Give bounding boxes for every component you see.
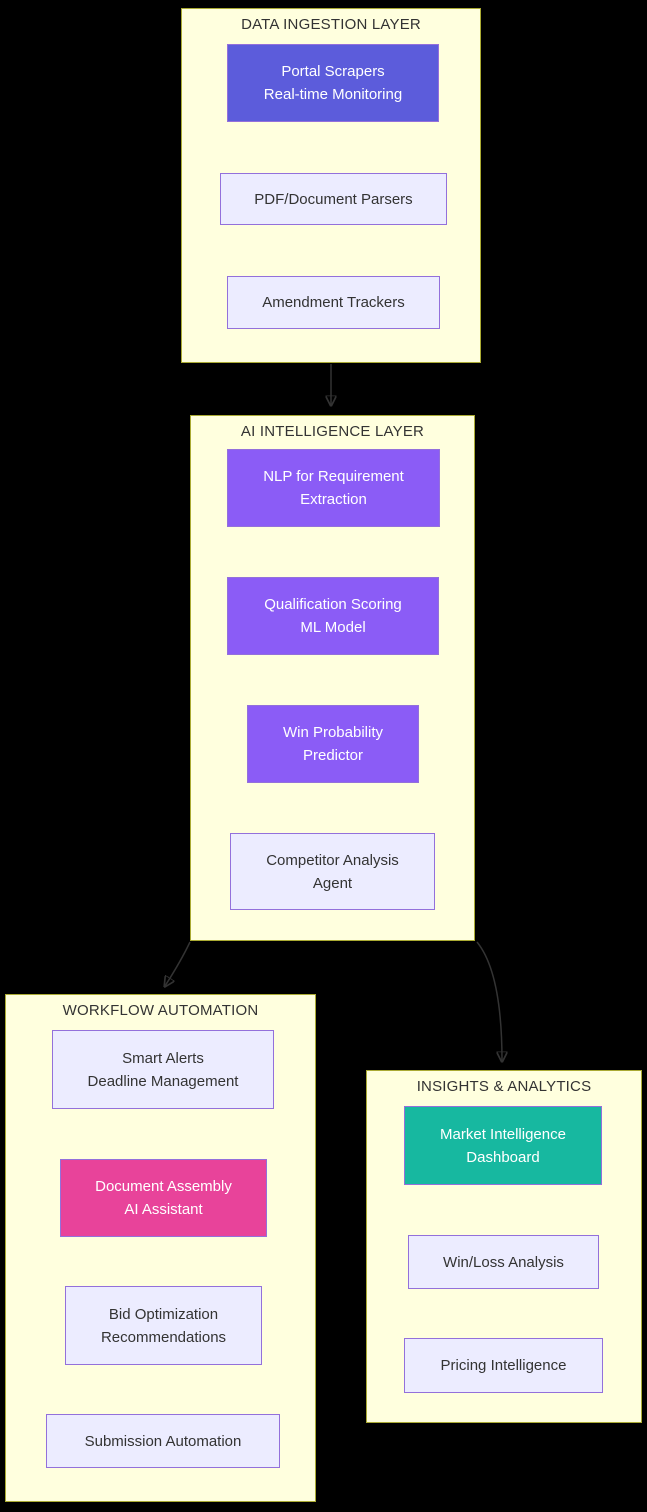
node-label: Pricing Intelligence	[440, 1357, 567, 1374]
node-label: AI Assistant	[124, 1201, 203, 1218]
node-bid-optimization: Bid Optimization Recommendations	[65, 1286, 262, 1365]
node-label: Predictor	[302, 747, 364, 764]
node-label: Real-time Monitoring	[263, 86, 403, 103]
node-pdf-parsers: PDF/Document Parsers	[220, 173, 447, 225]
node-smart-alerts: Smart Alerts Deadline Management	[52, 1030, 274, 1109]
cluster-insights-analytics: INSIGHTS & ANALYTICS Market Intelligence…	[366, 1070, 642, 1423]
cluster-title-insights-analytics: INSIGHTS & ANALYTICS	[416, 1078, 592, 1095]
cluster-workflow-automation: WORKFLOW AUTOMATION Smart Alerts Deadlin…	[5, 994, 316, 1502]
node-label: PDF/Document Parsers	[254, 190, 413, 208]
node-label: Recommendations	[100, 1328, 227, 1346]
node-label: Submission Automation	[84, 1432, 242, 1450]
cluster-title-ai-intelligence: AI INTELLIGENCE LAYER	[240, 423, 425, 440]
node-label: Deadline Management	[87, 1072, 239, 1090]
node-label: Dashboard	[466, 1148, 540, 1166]
cluster-title-workflow-automation: WORKFLOW AUTOMATION	[62, 1002, 259, 1019]
edge-ai-to-insights	[476, 941, 502, 1061]
node-amendment-trackers: Amendment Trackers	[227, 276, 440, 329]
node-label: Win/Loss Analysis	[443, 1253, 564, 1271]
node-win-probability: Win Probability Predictor	[247, 705, 419, 783]
cluster-title-data-ingestion: DATA INGESTION LAYER	[241, 16, 421, 33]
node-label: Market Intelligence	[440, 1125, 566, 1143]
node-nlp-extraction: NLP for Requirement Extraction	[227, 449, 440, 527]
node-label: NLP for Requirement	[263, 468, 404, 485]
node-label: Win Probability	[282, 724, 384, 741]
node-submission-automation: Submission Automation	[46, 1414, 280, 1468]
node-qualification-scoring: Qualification Scoring ML Model	[227, 577, 439, 655]
node-label: ML Model	[300, 619, 366, 636]
node-label: Extraction	[300, 491, 367, 508]
node-label: Portal Scrapers	[281, 63, 385, 80]
node-win-loss-analysis: Win/Loss Analysis	[408, 1235, 599, 1289]
node-label: Amendment Trackers	[262, 294, 405, 311]
node-competitor-analysis: Competitor Analysis Agent	[230, 833, 435, 910]
node-label: Smart Alerts	[122, 1049, 204, 1067]
node-document-assembly: Document Assembly AI Assistant	[60, 1159, 267, 1237]
node-label: Document Assembly	[95, 1178, 232, 1195]
node-label: Qualification Scoring	[264, 596, 402, 613]
node-label: Bid Optimization	[108, 1305, 219, 1323]
edge-ai-to-workflow	[165, 941, 191, 986]
node-label: Competitor Analysis	[266, 851, 399, 869]
node-portal-scrapers: Portal Scrapers Real-time Monitoring	[227, 44, 439, 122]
node-market-intelligence: Market Intelligence Dashboard	[404, 1106, 602, 1185]
cluster-data-ingestion: DATA INGESTION LAYER Portal Scrapers Rea…	[181, 8, 481, 363]
node-pricing-intelligence: Pricing Intelligence	[404, 1338, 603, 1393]
node-label: Agent	[312, 874, 353, 892]
cluster-ai-intelligence: AI INTELLIGENCE LAYER NLP for Requiremen…	[190, 415, 475, 941]
